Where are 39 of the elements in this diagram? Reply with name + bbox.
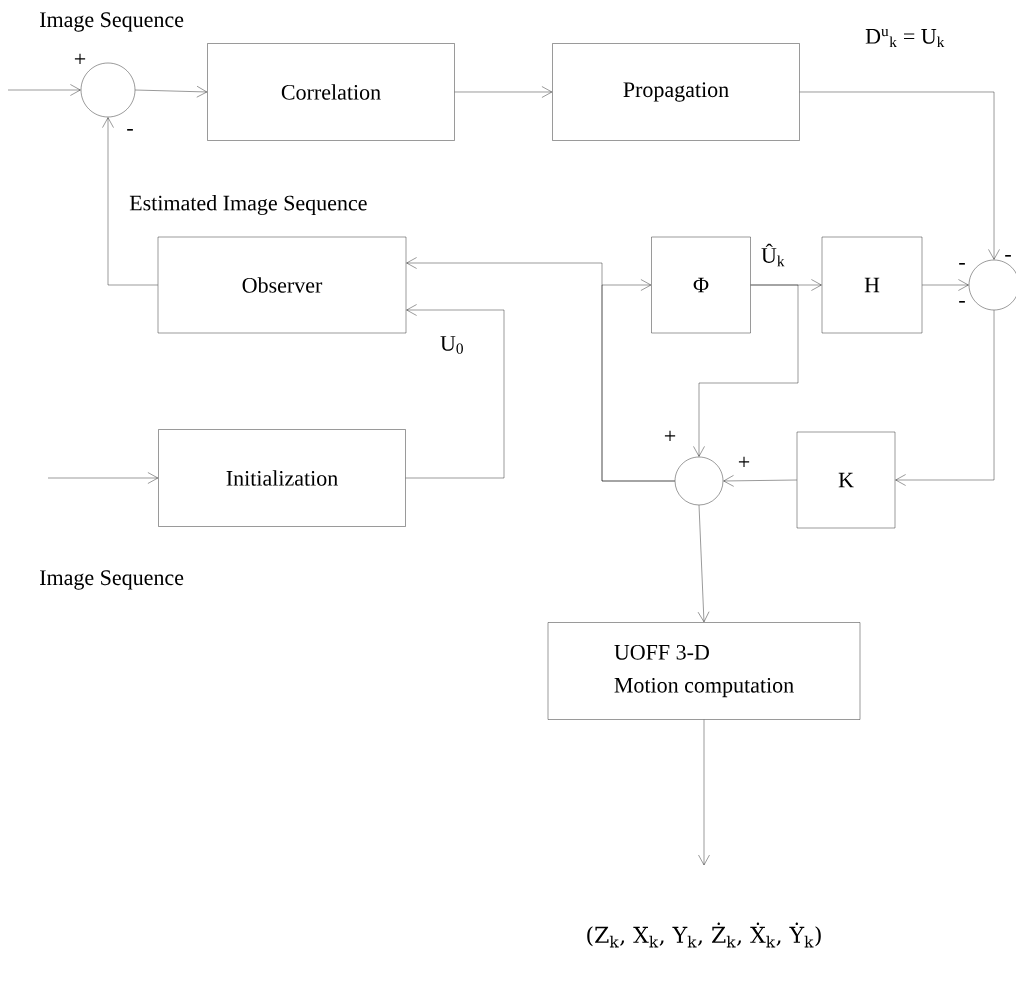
process-box: Propagation [552, 43, 800, 141]
edge-label: U$_{0}$ [438, 335, 466, 355]
arrow [693, 284, 799, 457]
text-label: - [1005, 255, 1011, 257]
text-label: + [738, 456, 750, 468]
arrow [799, 91, 1000, 260]
arrow [895, 310, 995, 486]
text-label: Image Sequence [40, 12, 184, 32]
text-label: - [959, 301, 965, 303]
edge-label: D$^{u}$$_{k}$ = U$_{k}$ [864, 27, 946, 49]
text-label: Estimated Image Sequence [129, 195, 367, 215]
arrow [454, 86, 553, 98]
edge-label: Û$_{k}$ [759, 242, 787, 268]
arrow [7, 84, 81, 96]
arrow [405, 304, 505, 479]
arrow [47, 472, 159, 484]
arrow [102, 117, 158, 286]
arrow [922, 279, 969, 291]
summing-junction [968, 259, 1016, 311]
text-label: - [127, 129, 133, 131]
text-label: + [664, 430, 676, 442]
output-vector: (Z$_{k}$, X$_{k}$, Y$_{k}$, Ż$_{k}$, Ẋ$_{k}$, Ẏ$_{k}$) [587, 922, 821, 948]
process-box: Observer [157, 236, 407, 334]
block-box: K [796, 431, 896, 529]
process-box: Initialization [158, 429, 406, 527]
summing-junction [80, 62, 136, 118]
text-label: - [959, 263, 965, 265]
text-label: + [74, 53, 86, 65]
block-box: H [821, 236, 923, 334]
arrow [723, 475, 797, 487]
arrow [135, 86, 208, 98]
summing-junction [674, 456, 724, 506]
text-label: Image Sequence [40, 570, 184, 590]
arrow [601, 279, 675, 482]
process-box: UOFF 3-D Motion computation [547, 622, 861, 720]
block-box: Φ [651, 236, 751, 334]
process-box: Correlation [207, 43, 455, 141]
arrow [697, 505, 710, 623]
arrow [698, 719, 710, 866]
